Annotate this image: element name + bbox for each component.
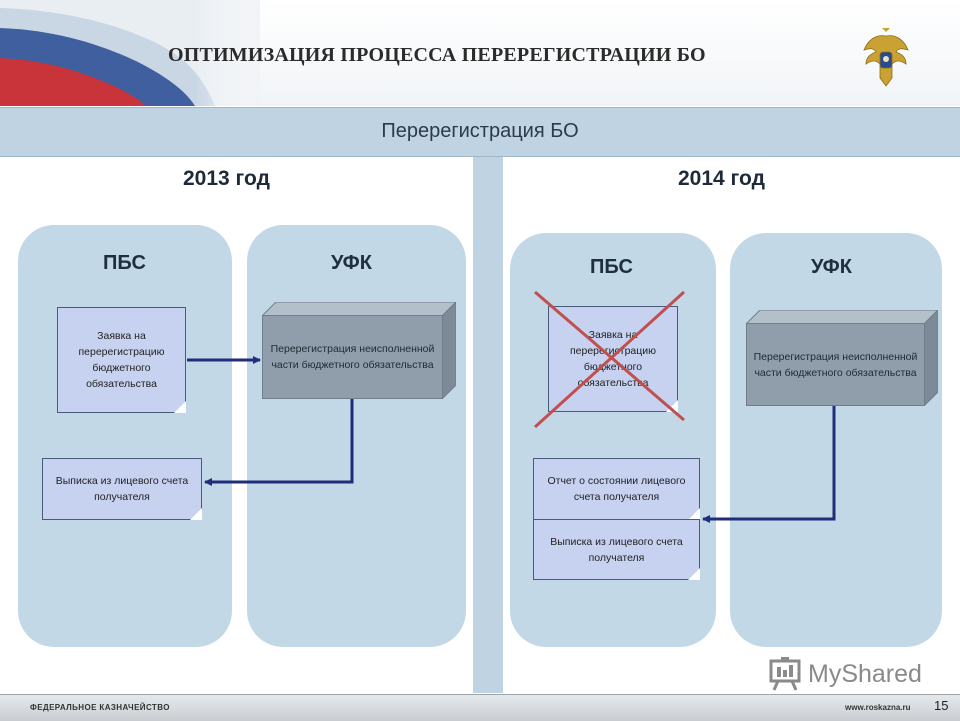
lane-label-2014-ufk: УФК <box>811 256 852 278</box>
process-box-3d-edges <box>746 310 938 406</box>
process-box-2013-text: Перерегистрация неисполненной части бюдж… <box>270 343 435 371</box>
page-fold-corner <box>688 568 700 580</box>
year-label-2014: 2014 год <box>678 167 765 190</box>
process-box-2013: Перерегистрация неисполненной части бюдж… <box>262 302 456 399</box>
slide-header: ОПТИМИЗАЦИЯ ПРОЦЕССА ПЕРЕРЕГИСТРАЦИИ БО <box>0 0 960 106</box>
process-box-2014-text: Перерегистрация неисполненной части бюдж… <box>753 350 918 379</box>
process-box-3d-edges <box>262 302 456 399</box>
year-label-2013: 2013 год <box>183 167 270 190</box>
process-box-2014: Перерегистрация неисполненной части бюдж… <box>746 310 938 406</box>
document-2014-report: Отчет о состоянии лицевого счета получат… <box>533 458 700 520</box>
document-2013-statement: Выписка из лицевого счета получателя <box>42 458 202 520</box>
page-number: 15 <box>934 698 949 713</box>
document-2013-statement-text: Выписка из лицевого счета получателя <box>55 475 189 503</box>
watermark: MyShared <box>768 657 922 691</box>
section-title: Перерегистрация БО <box>381 120 579 142</box>
lane-2014-ufk <box>730 233 942 647</box>
footer-organization: ФЕДЕРАЛЬНОЕ КАЗНАЧЕЙСТВО <box>30 703 170 712</box>
process-box-2014-front: Перерегистрация неисполненной части бюдж… <box>746 323 925 406</box>
page-fold-corner <box>190 508 202 520</box>
section-bar: Перерегистрация БО <box>0 107 960 157</box>
page-fold-corner <box>174 401 186 413</box>
document-2013-request: Заявка на перерегистрацию бюджетного обя… <box>57 307 186 413</box>
watermark-text: MyShared <box>808 659 922 688</box>
slide-title: ОПТИМИЗАЦИЯ ПРОЦЕССА ПЕРЕРЕГИСТРАЦИИ БО <box>168 44 706 66</box>
double-headed-eagle-emblem-icon <box>863 28 909 87</box>
lane-label-2014-pbs: ПБС <box>590 256 633 278</box>
russian-flag-graphic <box>0 0 260 106</box>
lane-label-2013-ufk: УФК <box>331 252 372 274</box>
footer-website: www.roskazna.ru <box>845 703 911 712</box>
lane-label-2013-pbs: ПБС <box>103 252 146 274</box>
document-2014-statement: Выписка из лицевого счета получателя <box>533 519 700 580</box>
page-fold-corner <box>688 508 700 520</box>
document-2014-statement-text: Выписка из лицевого счета получателя <box>550 535 683 564</box>
cross-out-mark <box>533 290 686 429</box>
document-2014-report-text: Отчет о состоянии лицевого счета получат… <box>547 475 686 503</box>
arrow-2014-process-to-documents <box>702 406 836 523</box>
lane-2013-pbs <box>18 225 232 647</box>
arrow-2013-process-to-statement <box>204 399 354 486</box>
lane-2013-ufk <box>247 225 466 647</box>
document-2013-request-text: Заявка на перерегистрацию бюджетного обя… <box>78 330 165 390</box>
presentation-board-icon <box>769 657 801 691</box>
process-box-2013-front: Перерегистрация неисполненной части бюдж… <box>262 315 443 399</box>
year-divider <box>473 157 503 693</box>
slide-footer: ФЕДЕРАЛЬНОЕ КАЗНАЧЕЙСТВО www.roskazna.ru <box>0 694 960 721</box>
